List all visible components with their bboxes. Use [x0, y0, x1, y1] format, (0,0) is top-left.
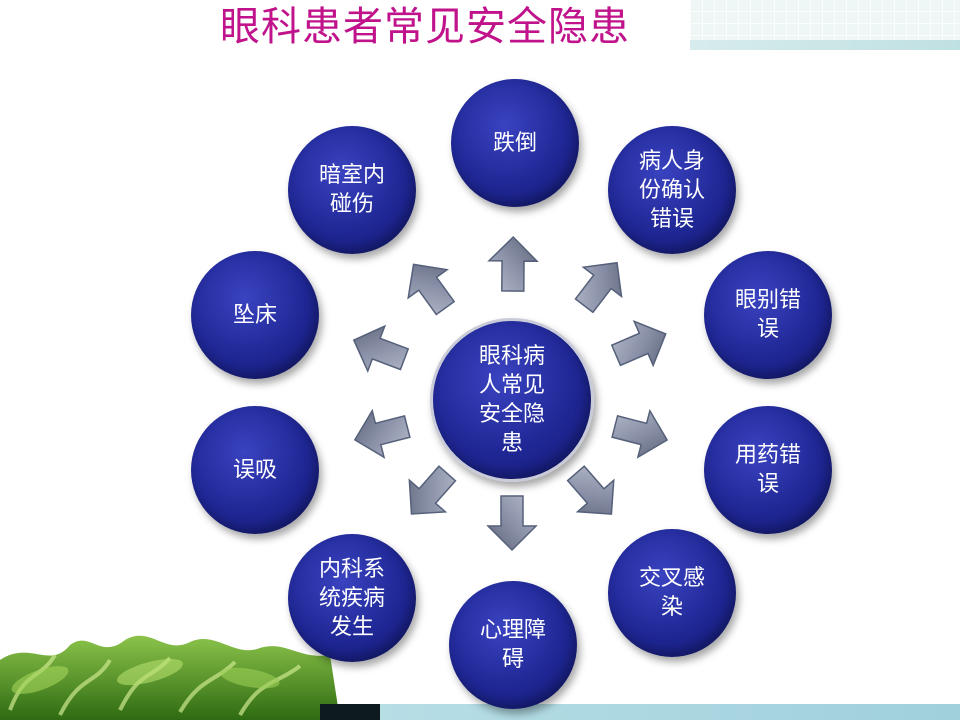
- node-wrong-eye: 眼别错误: [704, 251, 832, 379]
- arrow-to-identity-error: [574, 261, 623, 314]
- node-label-fall: 跌倒: [492, 130, 537, 156]
- arrow-to-psychological-barrier: [486, 495, 538, 552]
- arrow-to-internal-disease: [408, 465, 457, 515]
- center-node: 眼科病人常见安全隐患: [430, 318, 594, 482]
- arrow-to-medication-error: [611, 408, 669, 459]
- node-dark-room-injury: 暗室内碰伤: [288, 126, 416, 254]
- node-label-wrong-eye: 眼别错误: [734, 288, 801, 342]
- node-label-cross-infection: 交叉感染: [638, 566, 705, 620]
- arrow-to-aspiration: [353, 408, 411, 459]
- center-label: 眼科病人常见安全隐患: [478, 344, 545, 456]
- arrow-to-dark-room-injury: [407, 263, 456, 316]
- page-title: 眼科患者常见安全隐患: [220, 4, 630, 50]
- node-label-psychological-barrier: 心理障碍: [479, 618, 546, 672]
- node-label-bed-fall: 坠床: [232, 302, 277, 328]
- node-aspiration: 误吸: [191, 406, 319, 534]
- node-bed-fall: 坠床: [191, 251, 319, 379]
- node-medication-error: 用药错误: [704, 406, 832, 534]
- arrow-to-wrong-eye: [610, 320, 667, 368]
- footer-dark-block: [320, 704, 380, 720]
- node-fall: 跌倒: [451, 79, 579, 207]
- node-psychological-barrier: 心理障碍: [449, 581, 577, 709]
- header-decoration: [690, 0, 960, 40]
- node-label-aspiration: 误吸: [232, 457, 277, 483]
- node-label-medication-error: 用药错误: [734, 443, 801, 497]
- arrow-to-bed-fall: [352, 324, 410, 373]
- node-label-dark-room-injury: 暗室内碰伤: [318, 163, 385, 217]
- node-label-identity-error: 病人身份确认错误: [638, 148, 705, 232]
- grass-decoration: [0, 635, 340, 720]
- arrow-to-cross-infection: [566, 465, 615, 515]
- node-internal-disease: 内科系统疾病发生: [288, 534, 416, 662]
- footer-band: [320, 704, 960, 720]
- arrow-to-fall: [487, 235, 539, 292]
- node-cross-infection: 交叉感染: [608, 529, 736, 657]
- node-label-internal-disease: 内科系统疾病发生: [318, 556, 385, 640]
- node-identity-error: 病人身份确认错误: [608, 126, 736, 254]
- header-decoration-strip: [690, 40, 960, 50]
